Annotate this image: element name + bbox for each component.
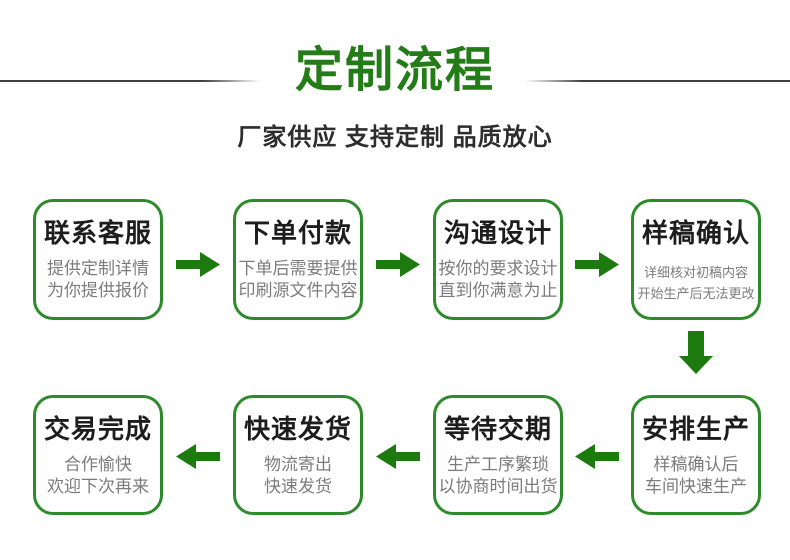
flow-step-waiting-delivery: 等待交期 生产工序繁琐 以协商时间出货: [433, 395, 563, 515]
flow-step-draft-confirmation: 样稿确认 详细核对初稿内容 开始生产后无法更改: [631, 199, 761, 320]
flow-step-production-scheduling: 安排生产 样稿确认后 车间快速生产: [631, 395, 761, 515]
flow-step-desc-line: 欢迎下次再来: [47, 477, 149, 496]
title-divider-right: [525, 80, 790, 82]
flow-step-design-communication: 沟通设计 按你的要求设计 直到你满意为止: [433, 199, 563, 320]
arrow-down-icon: [679, 331, 713, 374]
flow-step-title: 联系客服: [43, 218, 152, 248]
flow-step-desc-line: 详细核对初稿内容: [643, 265, 748, 280]
arrow-left-icon: [176, 444, 220, 469]
flow-step-desc-line: 合作愉快: [64, 455, 132, 474]
flow-step-desc-line: 按你的要求设计: [438, 259, 558, 278]
flow-step-desc-line: 物流寄出: [264, 455, 332, 474]
flow-step-desc-line: 直到你满意为止: [438, 281, 558, 300]
flow-step-title: 样稿确认: [641, 218, 750, 248]
page-title: 定制流程: [294, 44, 495, 97]
arrow-left-icon: [575, 444, 619, 469]
flow-step-desc-line: 车间快速生产: [645, 477, 747, 496]
title-divider-left: [0, 80, 260, 82]
flow-step-desc-line: 以协商时间出货: [438, 477, 558, 496]
arrow-right-icon: [376, 252, 420, 277]
arrow-right-icon: [176, 252, 220, 277]
arrow-right-icon: [575, 252, 619, 277]
flow-step-title: 安排生产: [641, 414, 750, 444]
flow-step-desc-line: 样稿确认后: [653, 455, 739, 474]
flow-step-desc-line: 快速发货: [264, 477, 332, 496]
flow-step-desc-line: 开始生产后无法更改: [637, 286, 755, 301]
flow-step-title: 快速发货: [243, 414, 352, 444]
flow-step-title: 下单付款: [243, 218, 352, 248]
flow-step-desc-line: 印刷源文件内容: [238, 281, 358, 300]
flow-step-title: 沟通设计: [443, 218, 552, 248]
flow-step-fast-shipping: 快速发货 物流寄出 快速发货: [233, 395, 363, 515]
flow-step-desc-line: 生产工序繁琐: [447, 455, 549, 474]
flow-step-desc-line: 提供定制详情: [47, 259, 149, 278]
flow-step-title: 交易完成: [43, 414, 152, 444]
arrow-left-icon: [376, 444, 420, 469]
flow-step-title: 等待交期: [443, 414, 552, 444]
flow-step-contact-support: 联系客服 提供定制详情 为你提供报价: [33, 199, 163, 320]
flow-step-transaction-complete: 交易完成 合作愉快 欢迎下次再来: [33, 395, 163, 515]
flow-step-desc-line: 为你提供报价: [47, 281, 149, 300]
page-subtitle: 厂家供应 支持定制 品质放心: [237, 124, 553, 151]
flow-step-order-payment: 下单付款 下单后需要提供 印刷源文件内容: [233, 199, 363, 320]
flow-step-desc-line: 下单后需要提供: [238, 259, 358, 278]
